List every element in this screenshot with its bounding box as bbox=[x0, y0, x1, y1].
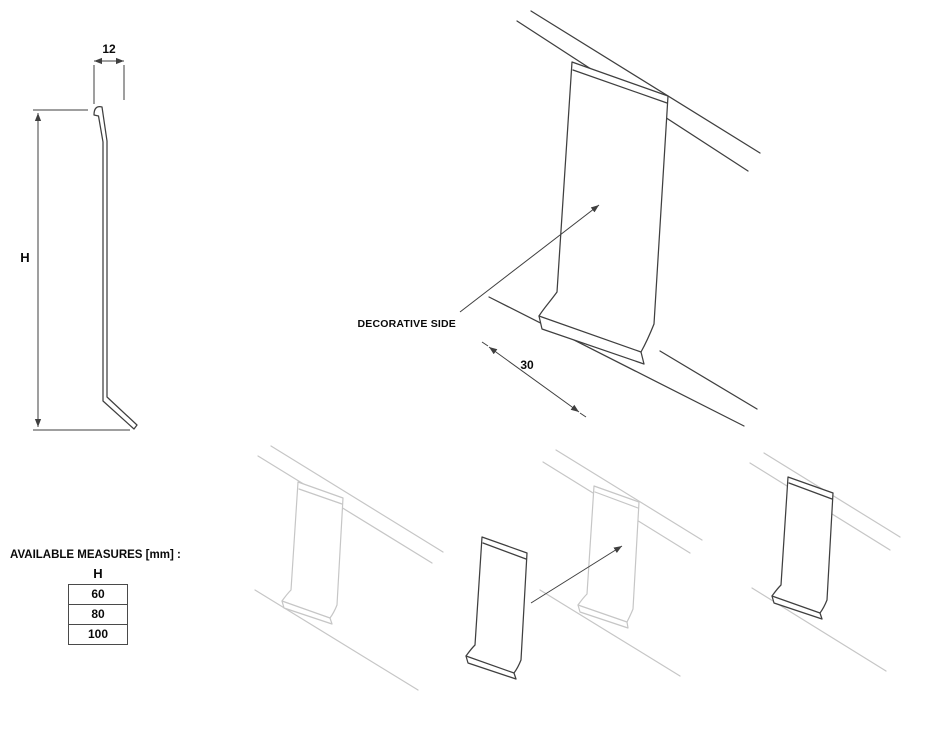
isometric-main-view: DECORATIVE SIDE 30 bbox=[358, 10, 761, 427]
step2-placement-arrow bbox=[530, 545, 623, 604]
installation-step-3 bbox=[749, 452, 901, 672]
width-dimension-label: 12 bbox=[102, 42, 116, 56]
installation-step-2 bbox=[465, 449, 703, 680]
depth-extension-line-right bbox=[579, 412, 587, 418]
step2-piece-foot-edge-line bbox=[465, 655, 515, 674]
step3-skirting-top-bend-line bbox=[788, 482, 833, 500]
skirting-silhouette bbox=[538, 61, 669, 365]
skirting-foot-edge-line bbox=[538, 315, 642, 353]
wall-edge-line-lower-1 bbox=[488, 296, 745, 427]
available-measures-title: AVAILABLE MEASURES [mm] : bbox=[10, 549, 181, 561]
measures-column: H 60 80 100 bbox=[68, 566, 128, 645]
step2-skirting-top-bend-line bbox=[594, 491, 639, 509]
installation-step-1 bbox=[254, 445, 444, 691]
depth-extension-line-left bbox=[481, 341, 489, 347]
step2-wall-line-lower bbox=[539, 589, 681, 677]
measures-column-header: H bbox=[93, 566, 103, 581]
step1-wall-line-upper-2 bbox=[270, 445, 444, 553]
available-measures-panel: AVAILABLE MEASURES [mm] : H 60 80 100 bbox=[10, 549, 220, 645]
decorative-side-arrow bbox=[459, 204, 600, 313]
decorative-side-label: DECORATIVE SIDE bbox=[358, 318, 456, 330]
depth-dimension-line bbox=[488, 346, 580, 413]
step1-wall-line-upper-1 bbox=[257, 455, 433, 564]
profile-section-view: 12 H bbox=[20, 42, 138, 431]
step2-skirting-foot-edge-line bbox=[577, 604, 628, 623]
profile-sheet-outline bbox=[93, 106, 138, 430]
step1-skirting-foot-edge-line bbox=[281, 600, 331, 619]
step2-wall-line-upper-2 bbox=[555, 449, 703, 541]
step3-skirting-foot-edge-line bbox=[771, 595, 821, 614]
step1-skirting-top-bend-line bbox=[298, 488, 343, 505]
skirting-top-bend-line bbox=[572, 69, 668, 104]
step3-skirting-installed-silhouette bbox=[771, 476, 834, 620]
step2-skirting-ghost-silhouette bbox=[577, 485, 640, 629]
step1-skirting-ghost-silhouette bbox=[281, 481, 344, 625]
step2-skirting-piece-silhouette bbox=[465, 536, 528, 680]
measures-table: 60 80 100 bbox=[68, 584, 128, 645]
measures-value-row-1: 60 bbox=[68, 584, 128, 605]
wall-edge-line-upper-2 bbox=[530, 10, 761, 154]
depth-dimension-label: 30 bbox=[520, 358, 534, 372]
wall-edge-line-lower-2 bbox=[659, 350, 758, 410]
step2-piece-top-bend-line bbox=[482, 542, 527, 560]
measures-value-row-2: 80 bbox=[68, 604, 128, 625]
measures-value-row-3: 100 bbox=[68, 624, 128, 645]
step1-wall-line-lower bbox=[254, 589, 419, 691]
height-dimension-label: H bbox=[20, 250, 29, 265]
